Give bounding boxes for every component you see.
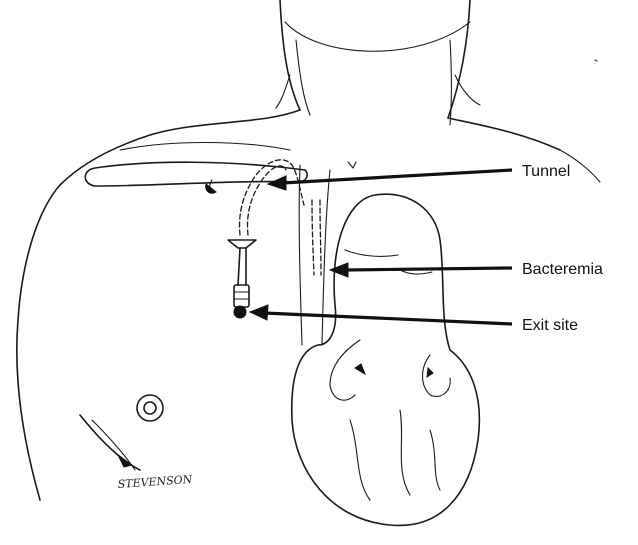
- neck-outline: [280, 0, 470, 118]
- annotations: Tunnel Bacteremia Exit site: [250, 163, 603, 334]
- exit-site-marker: [234, 306, 246, 318]
- torso-illustration: [17, 0, 600, 525]
- catheter-clamp: [234, 285, 249, 307]
- tunnel-label: Tunnel: [522, 163, 570, 180]
- tunnel-arrowhead: [268, 176, 286, 190]
- catheter-tunnel-course: [240, 160, 304, 235]
- tunnel-leader: [282, 170, 512, 183]
- artist-signature: STEVENSON: [117, 473, 193, 491]
- exit-site-arrowhead: [250, 305, 268, 320]
- bacteremia-arrowhead: [330, 263, 348, 277]
- heart-outline: [292, 194, 480, 525]
- bacteremia-leader: [344, 268, 512, 270]
- nipple: [137, 395, 163, 421]
- bacteremia-label: Bacteremia: [522, 261, 603, 278]
- shoulder-outline: [17, 110, 300, 500]
- catheter-tip-dashed: [312, 200, 314, 275]
- exit-site-label: Exit site: [522, 317, 578, 334]
- catheter-hub: [228, 240, 256, 248]
